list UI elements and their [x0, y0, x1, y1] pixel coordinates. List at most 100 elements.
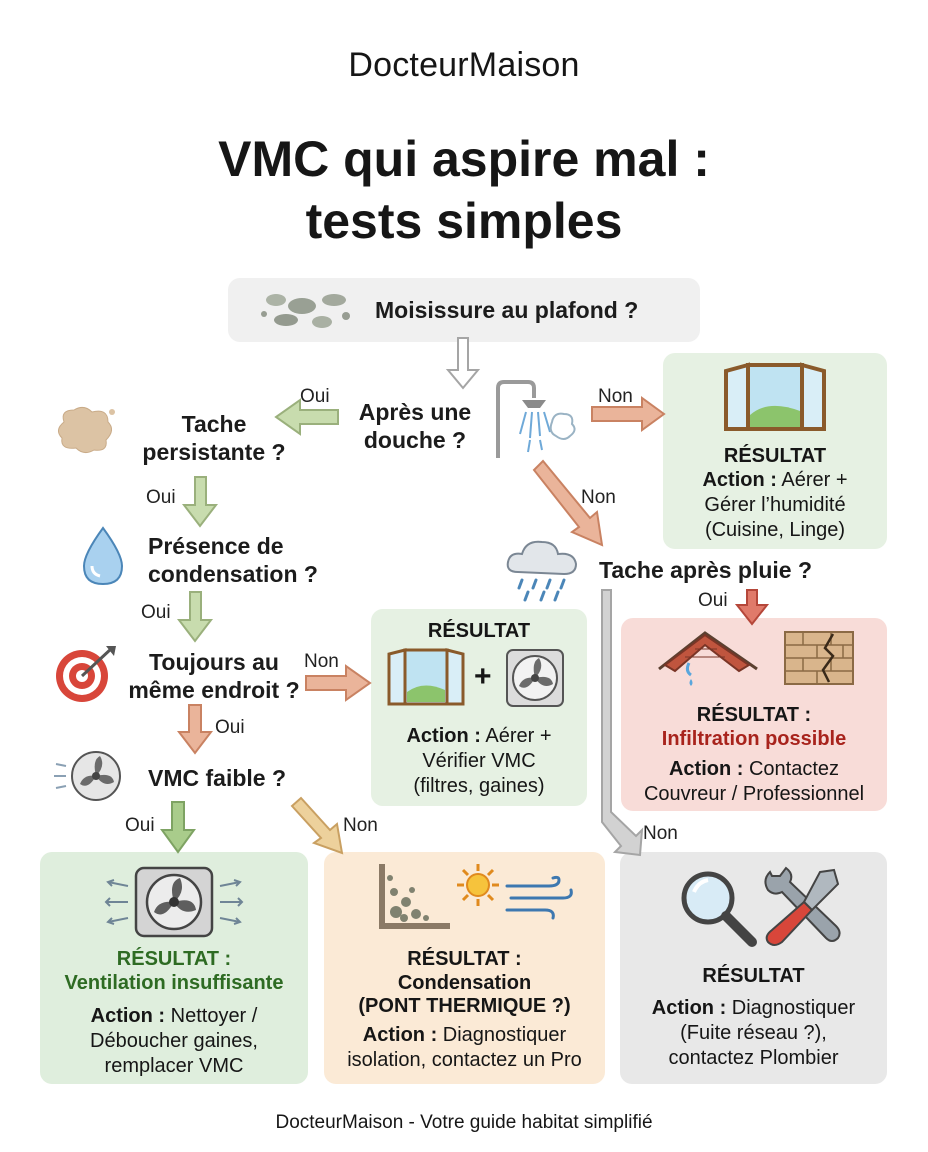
result-ventilation-title: RÉSULTAT : [116, 948, 232, 970]
result-ventilation-line3: remplacer VMC [104, 1055, 244, 1077]
label-oui-q2: Oui [300, 386, 330, 407]
arrow-oui-q6 [160, 801, 196, 854]
page-title: VMC qui aspire mal : tests simples [0, 128, 928, 252]
question-same-place-line2: même endroit ? [128, 677, 300, 703]
mold-icon [256, 286, 360, 341]
title-line-1: VMC qui aspire mal : [218, 131, 710, 187]
result-condensation-action-label: Action : [362, 1024, 438, 1046]
rain-cloud-icon [504, 536, 580, 607]
arrow-oui-q4 [176, 591, 214, 643]
question-after-shower: Après une douche ? [345, 398, 485, 454]
fan-unit-icon [505, 648, 565, 713]
question-after-shower-line1: Après une [358, 399, 472, 425]
result-leak-line1: Diagnostiquer [726, 997, 856, 1019]
question-condensation-line1: Présence de [148, 533, 284, 559]
result-infiltration-line1: Contactez [743, 758, 840, 780]
target-icon [54, 644, 118, 709]
result-infiltration-action-label: Action : [668, 758, 744, 780]
result-aerate-action: Action : Aérer + Gérer l’humidité (Cuisi… [663, 468, 887, 543]
result-condensation-title: RÉSULTAT : [407, 948, 522, 970]
question-condensation-line2: condensation ? [148, 561, 318, 587]
label-oui-q5: Oui [215, 717, 245, 738]
label-non-q2-diag: Non [581, 487, 616, 508]
result-aerate-line3: (Cuisine, Linge) [704, 519, 846, 541]
result-condensation-subtitle2: (PONT THERMIQUE ?) [358, 995, 571, 1017]
label-oui-q6: Oui [125, 815, 155, 836]
result-box-condensation [324, 852, 605, 1084]
sun-icon [455, 862, 501, 913]
result-box-leak [620, 852, 887, 1084]
result-ventilation-subtitle: Ventilation insuffisante [64, 972, 284, 994]
result-check-vmc-action: Action : Aérer + Vérifier VMC (filtres, … [371, 724, 587, 799]
result-ventilation-line2: Déboucher gaines, [90, 1030, 258, 1052]
window-open-icon [720, 359, 830, 440]
result-leak-title: RÉSULTAT [702, 965, 805, 987]
arrow-oui-q3 [181, 476, 219, 528]
arrow-non-diagonal [532, 459, 604, 547]
question-stain-after-rain: Tache après pluie ? [599, 557, 813, 583]
result-infiltration-subtitle: Infiltration possible [661, 728, 847, 750]
roof-leak-icon [655, 627, 761, 692]
arrow-non-long [601, 589, 644, 857]
result-leak-line3: contactez Plombier [668, 1047, 839, 1069]
result-leak-action-label: Action : [651, 997, 727, 1019]
arrow-oui-q7 [734, 589, 770, 626]
arrow-oui-q5 [176, 704, 214, 755]
result-condensation-action: Action : Diagnostiquer isolation, contac… [324, 1023, 605, 1073]
brand-title: DocteurMaison [348, 46, 580, 84]
result-check-vmc-line1: Aérer + [480, 725, 552, 747]
title-line-2: tests simples [305, 193, 623, 249]
window-icon [385, 646, 467, 713]
result-ventilation-action-label: Action : [90, 1005, 166, 1027]
result-check-vmc-line3: (filtres, gaines) [413, 775, 545, 797]
result-box-check-vmc [371, 609, 587, 806]
result-condensation-subtitle1: Condensation [397, 972, 532, 994]
magnifier-icon [676, 866, 760, 955]
result-check-vmc-action-label: Action : [406, 725, 481, 747]
footer-tagline: DocteurMaison - Votre guide habitat simp… [275, 1112, 653, 1133]
result-ventilation-action: Action : Nettoyer / Déboucher gaines, re… [40, 1004, 308, 1079]
question-mold: Moisissure au plafond ? [375, 297, 639, 323]
stain-icon [54, 404, 116, 461]
arrow-non-right-top [591, 396, 666, 432]
arrow-oui-left [274, 398, 339, 436]
question-vmc-weak: VMC faible ? [148, 765, 287, 791]
vmc-fan-icon [52, 750, 142, 807]
arrow-non-q5 [305, 664, 372, 702]
result-ventilation-line1: Nettoyer / [165, 1005, 258, 1027]
label-oui-q7: Oui [698, 590, 728, 611]
result-condensation-line2: isolation, contactez un Pro [347, 1049, 582, 1071]
result-aerate-line1: Aérer + [776, 469, 848, 491]
result-check-vmc-line2: Vérifier VMC [422, 750, 536, 772]
question-condensation: Présence de condensation ? [148, 532, 318, 588]
result-leak-line2: (Fuite réseau ?), [680, 1022, 827, 1044]
question-same-place-line1: Toujours au [149, 649, 279, 675]
water-drop-icon [80, 526, 126, 591]
cracked-wall-icon [783, 630, 855, 691]
tools-icon [760, 866, 844, 955]
label-oui-q3: Oui [146, 487, 176, 508]
plus-sign: + [474, 660, 492, 693]
thermal-bridge-mold-icon [376, 862, 452, 937]
label-oui-q4: Oui [141, 602, 171, 623]
question-after-shower-line2: douche ? [363, 427, 467, 453]
result-leak-action: Action : Diagnostiquer (Fuite réseau ?),… [620, 996, 887, 1071]
question-persistent-stain-line2: persistante ? [142, 439, 286, 465]
result-aerate-line2: Gérer l’humidité [704, 494, 846, 516]
label-non-q6: Non [343, 815, 378, 836]
label-non-q7: Non [643, 823, 678, 844]
vmc-unit-icon [104, 864, 244, 945]
result-infiltration-action: Action : Contactez Couvreur / Profession… [621, 757, 887, 807]
result-aerate-title: RÉSULTAT [723, 445, 827, 467]
shower-icon [494, 378, 578, 465]
wind-icon [505, 875, 575, 925]
result-condensation-line1: Diagnostiquer [437, 1024, 567, 1046]
question-same-place: Toujours au même endroit ? [116, 648, 312, 704]
result-check-vmc-title: RÉSULTAT [427, 620, 531, 642]
result-infiltration-title: RÉSULTAT : [696, 704, 812, 726]
arrow-q1-down [445, 337, 481, 390]
label-non-q5: Non [304, 651, 339, 672]
arrow-non-q6 [290, 796, 344, 855]
label-non-q2: Non [598, 386, 633, 407]
